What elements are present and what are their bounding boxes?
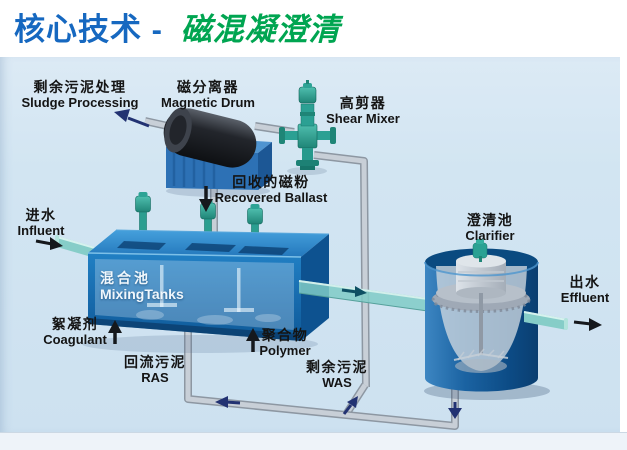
page-title-main: 核心技术 - — [14, 12, 163, 47]
label-mixing-tanks-zh: 混合池 — [100, 270, 151, 286]
sludge-processing-arrow — [114, 109, 150, 128]
label-recovered-ballast-zh: 回收的磁粉 — [232, 174, 310, 190]
label-shear-mixer-zh: 高剪器 — [339, 95, 387, 111]
label-magnetic-drum-zh: 磁分离器 — [177, 79, 239, 95]
label-influent-en: Influent — [17, 222, 65, 238]
label-sludge-processing-zh: 剩余污泥处理 — [33, 79, 127, 95]
label-ras-zh: 回流污泥 — [124, 354, 186, 370]
label-clarifier: 澄清池 Clarifier — [452, 212, 528, 243]
label-sludge-processing-en: Sludge Processing — [21, 94, 139, 110]
label-mixing-tanks-en: MixingTanks — [100, 285, 184, 302]
label-polymer-zh: 聚合物 — [261, 327, 309, 343]
magnetic-drum-device — [163, 107, 272, 197]
shear-mixer-device — [279, 80, 336, 175]
label-clarifier-en: Clarifier — [465, 227, 515, 243]
clarifier-device — [424, 239, 550, 400]
clarifier-underflow-arrow — [448, 402, 462, 419]
page-title: 核心技术 - 磁混凝澄清 — [14, 4, 341, 49]
label-effluent: 出水 Effluent — [554, 274, 616, 305]
mixing-tank-device — [82, 192, 330, 353]
label-influent-zh: 进水 — [25, 207, 57, 223]
label-recovered-ballast: 回收的磁粉 Recovered Ballast — [212, 174, 330, 205]
tank-to-clarifier-pipe — [298, 280, 443, 314]
label-magnetic-drum-en: Magnetic Drum — [161, 94, 255, 110]
ras-flow-arrow — [215, 396, 241, 408]
page-title-highlight: 磁混凝澄清 — [180, 12, 341, 47]
label-clarifier-zh: 澄清池 — [466, 212, 514, 228]
was-riser-pipe — [313, 151, 370, 388]
label-recovered-ballast-en: Recovered Ballast — [214, 189, 328, 205]
label-ras-en: RAS — [141, 369, 169, 385]
effluent-arrow — [573, 318, 602, 331]
label-polymer-en: Polymer — [259, 342, 311, 358]
label-magnetic-drum: 磁分离器 Magnetic Drum — [148, 79, 268, 110]
recovered-ballast-arrow — [199, 186, 213, 212]
label-coagulant: 絮凝剂 Coagulant — [32, 316, 118, 347]
label-was-zh: 剩余污泥 — [306, 359, 368, 375]
label-effluent-en: Effluent — [560, 289, 610, 305]
coagulant-arrow — [108, 320, 122, 344]
influent-arrow — [35, 237, 63, 250]
label-effluent-zh: 出水 — [569, 274, 601, 290]
label-shear-mixer: 高剪器 Shear Mixer — [318, 95, 408, 126]
effluent-pipe — [523, 311, 568, 330]
label-ras: 回流污泥 RAS — [116, 354, 194, 385]
label-coagulant-en: Coagulant — [43, 331, 107, 347]
label-coagulant-zh: 絮凝剂 — [51, 316, 99, 332]
label-was-en: WAS — [322, 374, 352, 390]
right-margin — [620, 57, 627, 432]
label-sludge-processing: 剩余污泥处理 Sludge Processing — [14, 79, 146, 110]
flow-arrows — [35, 109, 602, 419]
label-polymer: 聚合物 Polymer — [250, 327, 320, 358]
polymer-arrow — [246, 328, 260, 352]
label-mixing-tanks: 混合池 MixingTanks — [100, 270, 210, 302]
label-influent: 进水 Influent — [8, 207, 74, 238]
was-flow-arrow — [342, 396, 358, 415]
label-was: 剩余污泥 WAS — [298, 359, 376, 390]
slide-header: 核心技术 - 磁混凝澄清 — [0, 0, 627, 57]
label-shear-mixer-en: Shear Mixer — [326, 110, 400, 126]
tank-outlet-flow-arrow — [341, 286, 367, 297]
drum-cylinder — [163, 107, 257, 168]
bottom-margin — [0, 432, 627, 450]
